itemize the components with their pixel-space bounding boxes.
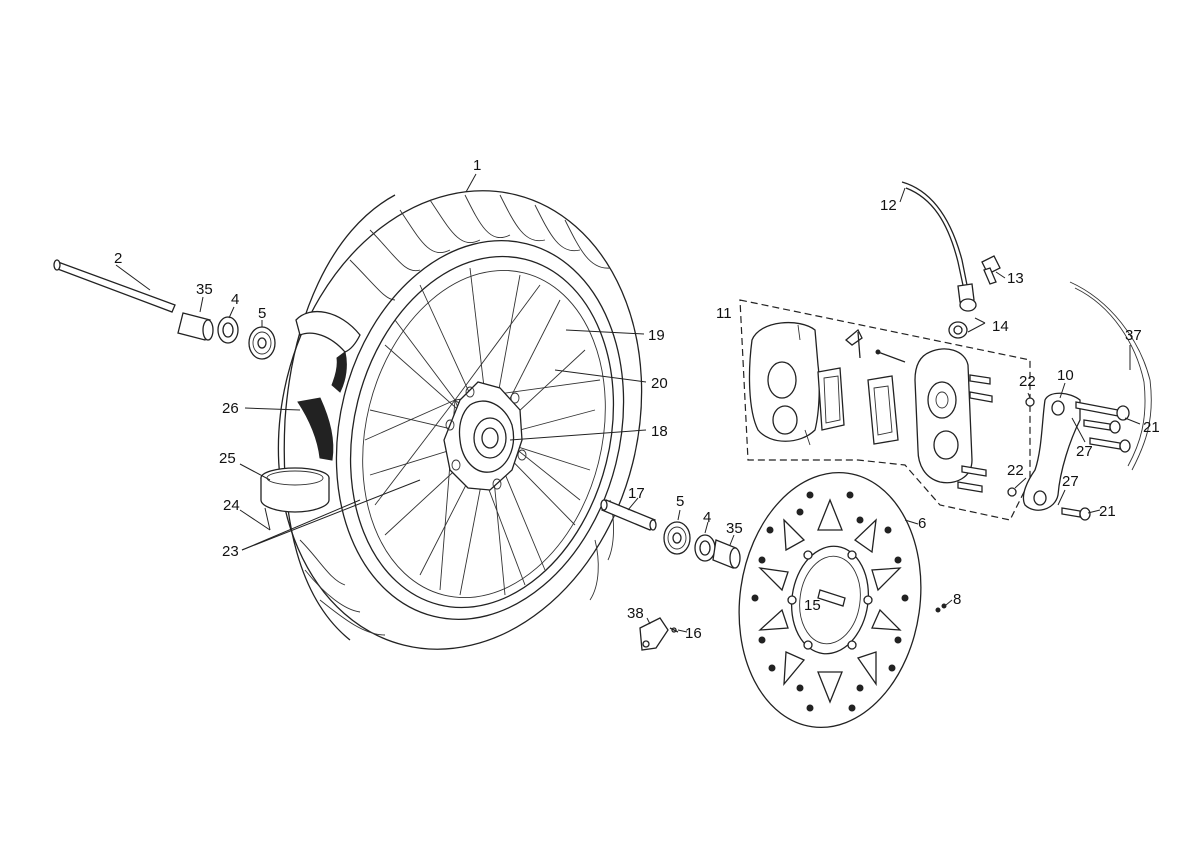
label-5b: 5 (676, 493, 684, 510)
caliper-body-right (914, 348, 973, 484)
brake-hose (901, 181, 977, 312)
label-27b: 27 (1062, 473, 1079, 490)
label-24: 24 (223, 497, 240, 514)
bushing-right (712, 539, 741, 569)
label-6: 6 (918, 515, 926, 532)
wheel-hub (443, 381, 527, 491)
label-18: 18 (651, 423, 668, 440)
oil-seal-right (694, 534, 716, 562)
pad-pins (844, 328, 906, 363)
brake-disc (738, 471, 922, 729)
label-16: 16 (685, 625, 702, 642)
label-15: 15 (804, 597, 821, 614)
caliper-body-left (748, 321, 820, 446)
label-12: 12 (880, 197, 897, 214)
label-14: 14 (992, 318, 1009, 335)
speedo-cable (1069, 281, 1152, 471)
bearing-left (248, 326, 276, 360)
speedo-bracket (639, 617, 669, 651)
inner-tube (295, 310, 361, 461)
label-5a: 5 (258, 305, 266, 322)
label-21a: 21 (1143, 419, 1160, 436)
label-19: 19 (648, 327, 665, 344)
label-25: 25 (219, 450, 236, 467)
screw-small (669, 627, 679, 633)
label-21b: 21 (1099, 503, 1116, 520)
label-17: 17 (628, 485, 645, 502)
disc-screws (935, 603, 947, 613)
label-20: 20 (651, 375, 668, 392)
label-2: 2 (114, 250, 122, 267)
label-1: 1 (473, 157, 481, 174)
rim-tape (260, 467, 330, 513)
bearing-right (663, 521, 691, 555)
label-13: 13 (1007, 270, 1024, 287)
caliper-bracket (1022, 392, 1081, 511)
label-22a: 22 (1019, 373, 1036, 390)
label-35b: 35 (726, 520, 743, 537)
banjo-bolt (981, 255, 1001, 285)
brake-pads (817, 367, 899, 445)
label-4b: 4 (703, 509, 711, 526)
oil-seal-left (217, 316, 239, 344)
label-27a: 27 (1076, 443, 1093, 460)
spacer-right (600, 499, 657, 531)
caliper-bolts (957, 374, 993, 493)
label-8: 8 (953, 591, 961, 608)
wheel-spokes (364, 267, 601, 596)
label-26: 26 (222, 400, 239, 417)
axle (53, 259, 176, 313)
spacer-left (177, 312, 214, 341)
bracket-bolts (1007, 397, 1131, 521)
label-35a: 35 (196, 281, 213, 298)
part-labels: 1 2 35 4 5 26 25 24 23 19 20 18 17 5 4 3… (114, 157, 1160, 642)
label-22b: 22 (1007, 462, 1024, 479)
leader-lines (115, 173, 1141, 633)
label-37: 37 (1125, 327, 1142, 344)
label-11: 11 (716, 305, 732, 322)
label-4a: 4 (231, 291, 239, 308)
label-10: 10 (1057, 367, 1074, 384)
sealing-washer (948, 321, 968, 339)
label-38: 38 (627, 605, 644, 622)
label-23: 23 (222, 543, 239, 560)
